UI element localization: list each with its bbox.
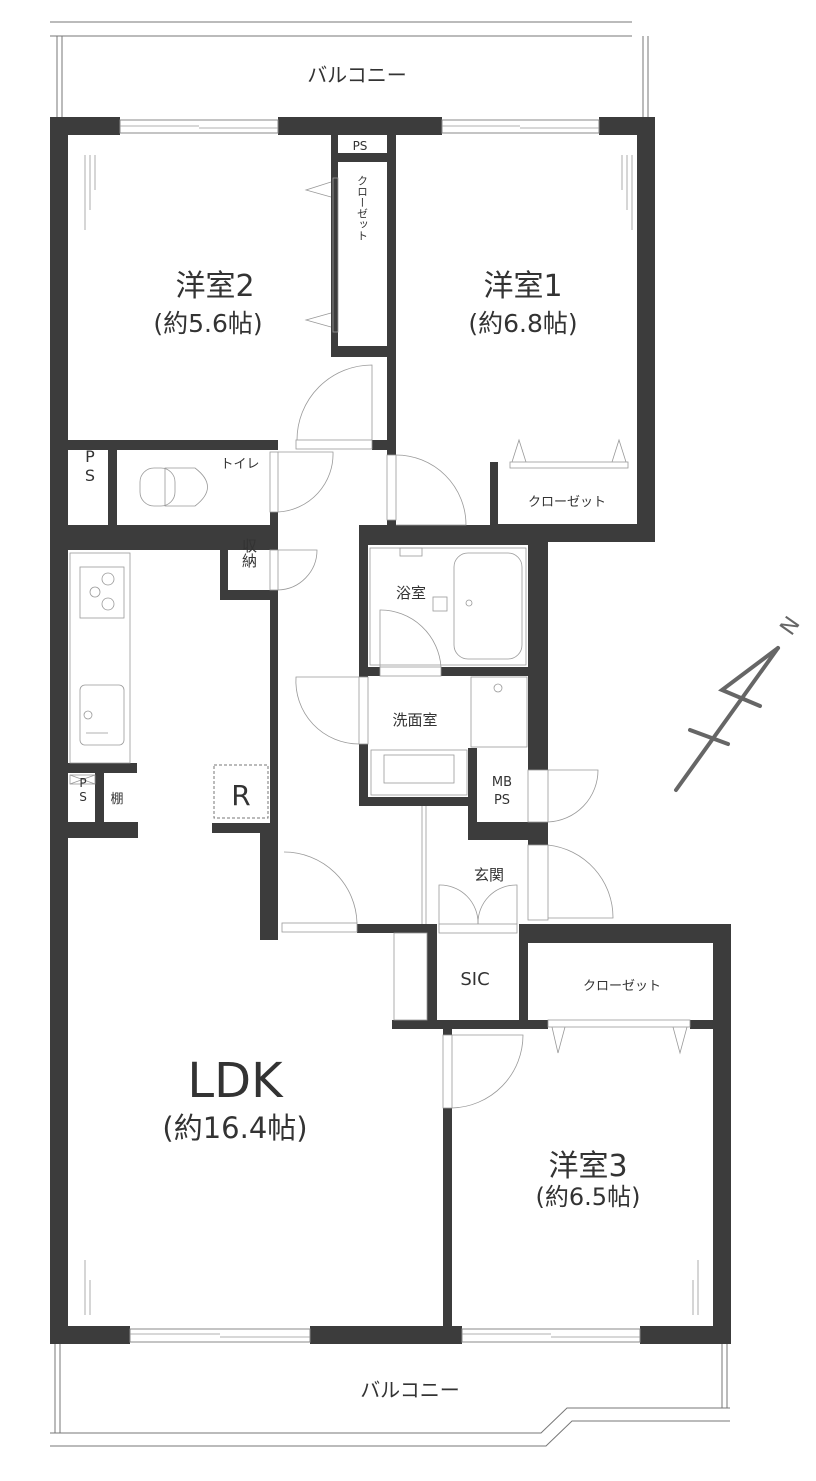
western2-name: 洋室2 <box>175 269 254 304</box>
balcony-bottom-label: バルコニー <box>360 1378 460 1402</box>
bath-label: 浴室 <box>396 584 426 602</box>
closet-western2-label: クローゼット <box>356 175 369 241</box>
balcony-top-label: バルコニー <box>307 63 407 87</box>
western1-size: (約6.8帖) <box>468 309 577 338</box>
windows <box>119 119 641 1343</box>
western3-name: 洋室3 <box>548 1149 627 1184</box>
ldk-size: (約16.4帖) <box>162 1111 307 1145</box>
sic-label: SIC <box>460 969 489 990</box>
ps-left-label: PS <box>81 447 100 485</box>
balcony-bottom-outline <box>50 1344 730 1447</box>
fixtures <box>69 177 691 1055</box>
shelf-label: 棚 <box>110 792 123 807</box>
refrigerator-space <box>213 764 269 819</box>
ps-kitchen-label: PS <box>76 776 90 804</box>
ldk-name: LDK <box>187 1053 284 1109</box>
balcony-top-outline <box>50 21 649 117</box>
mb-ps-label: PS <box>494 793 510 808</box>
mb-label: MB <box>492 775 512 790</box>
entrance-label: 玄関 <box>474 866 504 884</box>
western2-size: (約5.6帖) <box>153 309 262 338</box>
curtain-marks <box>84 155 699 1315</box>
storage-label: 収納 <box>240 538 258 569</box>
refrigerator-label: R <box>231 779 250 812</box>
walls <box>50 117 731 1344</box>
toilet-label: トイレ <box>220 457 259 472</box>
north-label: N <box>776 612 806 640</box>
closet-western1-label: クローゼット <box>528 495 606 510</box>
doors <box>269 364 614 1109</box>
ps-top-label: PS <box>353 139 368 153</box>
closet-western3-label: クローゼット <box>583 979 661 994</box>
western1-name: 洋室1 <box>483 269 562 304</box>
washroom-label: 洗面室 <box>392 711 437 729</box>
western3-size: (約6.5帖) <box>536 1183 641 1211</box>
north-compass-icon <box>674 646 780 792</box>
